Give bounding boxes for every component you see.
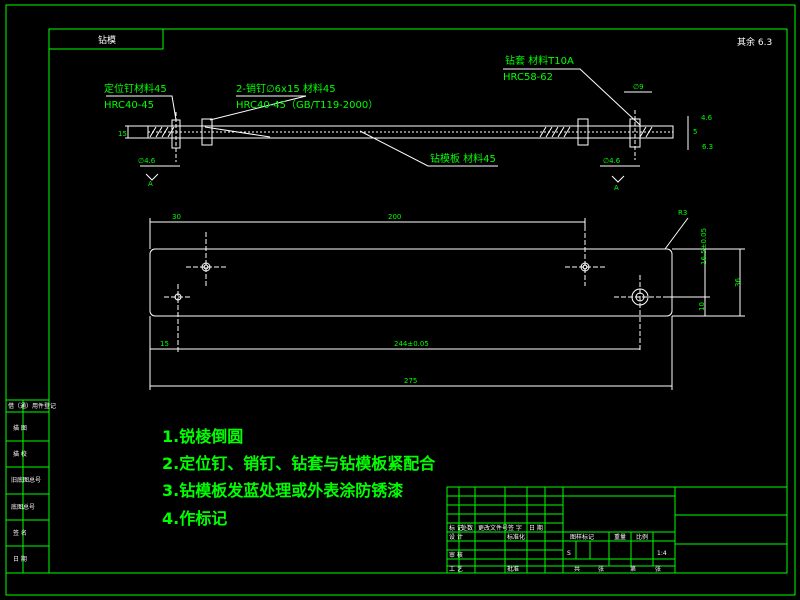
side-table-label: 日 期 — [13, 555, 27, 563]
dim-pin-dia-left: ∅4.6 — [138, 157, 156, 165]
dowel-pin-right — [577, 118, 589, 146]
title-block-label: 处数 — [461, 524, 473, 532]
dim-bush-side-c: 6.3 — [702, 143, 713, 151]
title-block-label: 工 艺 — [449, 565, 463, 573]
dim-chamfer: R3 — [678, 209, 687, 217]
drill-plate-section — [147, 125, 674, 139]
drill-plate-outline — [149, 248, 673, 317]
dim-pin-dia-right: ∅4.6 — [603, 157, 621, 165]
datum-left: A — [148, 180, 153, 188]
callout-bushing-material: 钻套 材料T10A — [505, 54, 574, 67]
side-table-label: 描 校 — [13, 450, 27, 458]
title-block-label: 标 记 — [449, 524, 463, 532]
callout-locating-pin-hardness: HRC40-45 — [104, 100, 154, 111]
title-block-label: 审 核 — [449, 551, 463, 559]
title-block-label: 标准化 — [507, 533, 525, 541]
title-block-scale: 1:4 — [657, 550, 667, 557]
corner-box — [48, 28, 164, 50]
title-block-sheet: 共 — [574, 565, 580, 573]
datum-right: A — [614, 184, 619, 192]
title-block-label: 设 计 — [449, 533, 463, 541]
dim-right-vertical-lower: 10 — [698, 302, 706, 311]
side-table-label: 描 图 — [13, 424, 27, 432]
title-block-stage: S — [567, 550, 571, 557]
roughness-note: 其余 6.3 — [737, 36, 772, 48]
technical-note: 1.锐棱倒圆 — [162, 427, 243, 446]
dim-overall-length: 275 — [404, 377, 417, 385]
title-block-label: 更改文件号 — [478, 524, 508, 532]
dim-hole-span: 200 — [388, 213, 401, 221]
dim-left-offset: 30 — [172, 213, 181, 221]
dim-bush-side-b: 5 — [693, 128, 697, 136]
title-block-label: 图样标记 — [570, 533, 594, 541]
title-block-label: 重量 — [614, 533, 626, 541]
title-block-sheet: 张 — [598, 565, 604, 573]
technical-note: 2.定位钉、销钉、钻套与钻模板紧配合 — [162, 454, 436, 473]
side-table-label: 旧底图总号 — [11, 476, 41, 484]
dim-plate-thickness: 15 — [118, 130, 127, 138]
dim-bush-side-a: 4.6 — [701, 114, 713, 122]
callout-dowel-pin-spec: 2-销钉∅6x15 材料45 — [236, 82, 336, 95]
side-table-label: 借（通）用件登记 — [8, 402, 56, 410]
callout-dowel-pin-hardness: HRC40-45（GB/T119-2000） — [236, 99, 378, 111]
inner-border — [48, 28, 788, 574]
title-block-label: 日 期 — [529, 524, 543, 532]
dim-bottom-left: 15 — [160, 340, 169, 348]
side-table-label: 底图总号 — [11, 503, 35, 511]
title-block-label: 签 字 — [508, 524, 522, 532]
callout-bushing-hardness: HRC58-62 — [503, 72, 553, 83]
title-block-sheet: 第 — [630, 565, 636, 573]
side-table-label: 签 名 — [13, 529, 27, 537]
section-view: 15 ∅4.6 A ∅9 4.6 5 6.3 ∅4.6 A — [106, 68, 713, 192]
outer-border — [5, 4, 796, 596]
callout-locating-pin-material: 定位钉材料45 — [104, 82, 167, 95]
dowel-pin-left — [201, 118, 213, 146]
title-block-label: 批准 — [507, 565, 519, 573]
corner-label: 钻模 — [98, 34, 116, 46]
title-block: 标 记 处数 更改文件号 签 字 日 期 设 计 标准化 审 核 工 艺 批准 … — [446, 486, 788, 574]
title-block-label: 比例 — [636, 533, 648, 541]
technical-note: 4.作标记 — [162, 509, 227, 528]
callout-drill-plate-material: 钻模板 材料45 — [430, 152, 496, 165]
dim-right-vertical-upper: 16.5±0.05 — [700, 228, 708, 265]
dim-bush-top: ∅9 — [633, 83, 644, 91]
dim-bottom-span: 244±0.05 — [394, 340, 429, 348]
technical-note: 3.钻模板发蓝处理或外表涂防锈漆 — [162, 481, 403, 500]
side-table: 借（通）用件登记 描 图 描 校 旧底图总号 底图总号 签 名 日 期 — [5, 399, 56, 574]
plan-view: 30 200 R3 16.5±0.05 36 10 15 244±0.05 27… — [149, 209, 745, 390]
title-block-sheet: 张 — [655, 565, 661, 573]
dim-right-vertical-height: 36 — [734, 278, 742, 287]
